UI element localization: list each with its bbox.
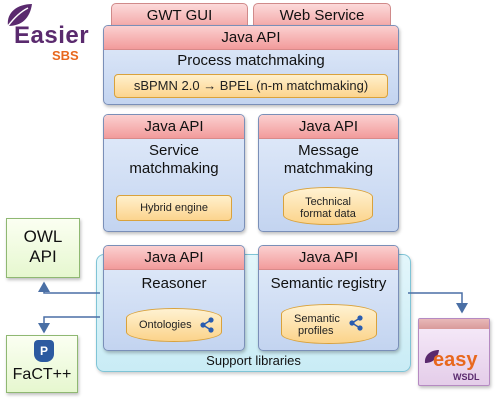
share-graph-icon <box>200 317 214 333</box>
gwt-gui-tab: GWT GUI <box>111 3 248 27</box>
easier-logo-text: Easier <box>14 22 90 49</box>
easy-wsdl-box: easy WSDL <box>418 318 490 386</box>
reasoner-title: Reasoner <box>141 275 207 292</box>
technical-format-data-line1: Technical <box>305 196 351 208</box>
leaf-icon <box>7 4 32 27</box>
process-java-api-bar: Java API <box>104 26 398 50</box>
service-matchmaking-box: Java API Service matchmaking Hybrid engi… <box>103 114 245 232</box>
leaf-icon <box>424 350 439 363</box>
process-matchmaking-box: Java API Process matchmaking sBPMN 2.0 →… <box>103 25 399 105</box>
owl-api-box: OWL API <box>6 218 80 278</box>
easy-logo-text: easy <box>433 349 478 371</box>
service-matchmaking-title-2: matchmaking <box>129 160 219 177</box>
semantic-profiles-line1: Semantic <box>294 313 340 325</box>
sbs-logo-text: SBS <box>52 48 79 63</box>
fact-plus-plus-label: FaCT++ <box>12 366 72 383</box>
message-matchmaking-title-1: Message <box>298 142 359 159</box>
share-graph-icon <box>349 315 363 331</box>
semantic-profiles-line2: profiles <box>298 325 334 337</box>
reasoner-box: Java API Reasoner Ontologies <box>103 245 245 351</box>
technical-format-data-line2: format data <box>300 208 356 220</box>
semantic-registry-box: Java API Semantic registry Semantic prof… <box>258 245 399 351</box>
hybrid-engine-box: Hybrid engine <box>116 195 232 221</box>
reasoner-java-api-bar: Java API <box>104 246 244 270</box>
fact-logo-icon: P <box>34 340 54 362</box>
service-java-api-bar: Java API <box>104 115 244 139</box>
ontologies-cylinder: Ontologies <box>126 308 222 342</box>
ontologies-label: Ontologies <box>139 319 192 331</box>
message-matchmaking-title-2: matchmaking <box>283 160 374 177</box>
wsdl-logo-text: WSDL <box>453 372 480 382</box>
process-matchmaking-title: Process matchmaking <box>177 52 325 69</box>
web-service-tab: Web Service <box>253 3 391 27</box>
semantic-registry-title: Semantic registry <box>270 275 387 292</box>
technical-format-data-cylinder: Technical format data <box>283 187 373 225</box>
easier-sbs-logo: Easier SBS <box>2 2 92 64</box>
owl-api-line2: API <box>29 247 57 266</box>
support-libraries-label: Support libraries <box>206 353 301 368</box>
message-matchmaking-box: Java API Message matchmaking Technical f… <box>258 114 399 232</box>
sbpmn-bpel-box: sBPMN 2.0 → BPEL (n-m matchmaking) <box>114 74 388 98</box>
registry-java-api-bar: Java API <box>259 246 398 270</box>
owl-api-line1: OWL <box>23 227 63 246</box>
easy-wsdl-header-bar <box>419 319 489 329</box>
fact-plus-plus-box: P FaCT++ <box>6 335 78 393</box>
semantic-profiles-cylinder: Semantic profiles <box>281 304 377 344</box>
service-matchmaking-title-1: Service <box>148 142 200 159</box>
message-java-api-bar: Java API <box>259 115 398 139</box>
fact-logo-letter: P <box>39 344 48 358</box>
